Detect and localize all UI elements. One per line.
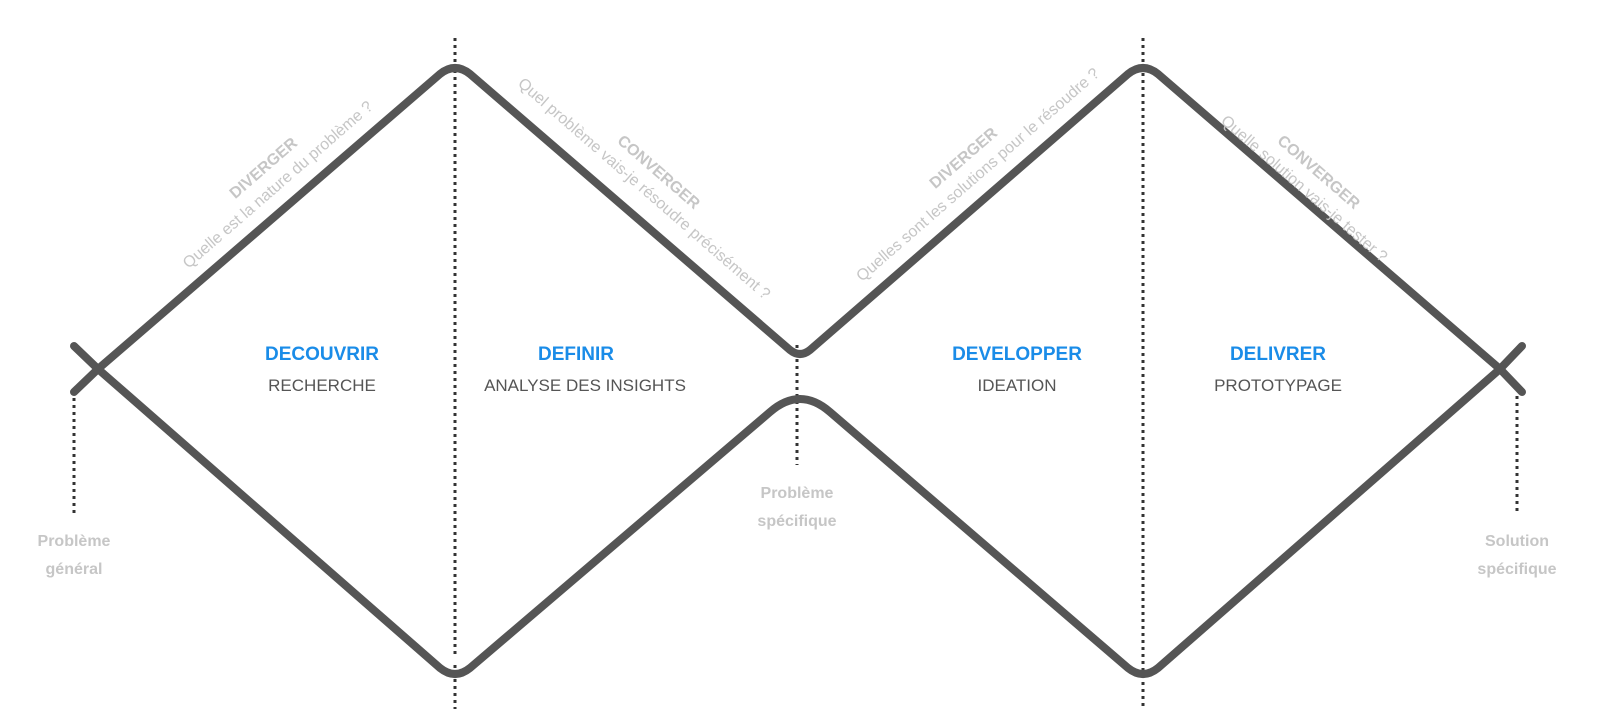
end-cross-b — [1496, 365, 1526, 396]
phase-title-decouvrir: DECOUVRIR — [265, 344, 379, 365]
phase-subtitle-ideation: IDEATION — [977, 376, 1056, 395]
bottom-edge — [94, 365, 1504, 678]
diamond-outline — [70, 64, 1526, 678]
phase-subtitle-prototypage: PROTOTYPAGE — [1214, 376, 1342, 395]
edge-1-question: Quelle est la nature du problème ? — [180, 98, 376, 272]
phase-subtitle-analyse: ANALYSE DES INSIGHTS — [484, 376, 686, 395]
edge-2-question: Quel problème vais-je résoudre préciséme… — [514, 75, 773, 303]
middle-label-line2: spécifique — [757, 513, 836, 530]
phase-subtitle-recherche: RECHERCHE — [268, 376, 376, 395]
edge-4-annotation: CONVERGER Quelle solution vais-je tester… — [1217, 112, 1390, 266]
start-label-line1: Problème — [38, 533, 111, 550]
end-label-line2: spécifique — [1477, 561, 1556, 578]
start-cross-a — [70, 342, 102, 373]
edge-4-question: Quelle solution vais-je tester ? — [1217, 112, 1390, 266]
end-cross-a — [1496, 342, 1526, 373]
edge-annotations: DIVERGER Quelle est la nature du problèm… — [180, 65, 1390, 303]
edge-1-annotation: DIVERGER Quelle est la nature du problèm… — [180, 98, 376, 272]
start-label-line2: général — [46, 561, 103, 578]
left-diamond-top-edge — [94, 64, 1504, 373]
edge-3-annotation: DIVERGER Quelles sont les solutions pour… — [854, 65, 1104, 285]
edge-2-annotation: CONVERGER Quel problème vais-je résoudre… — [514, 75, 773, 303]
end-label-line1: Solution — [1485, 533, 1549, 550]
phase-title-delivrer: DELIVRER — [1230, 344, 1326, 365]
phase-title-definir: DEFINIR — [538, 344, 614, 365]
start-cross-b — [70, 365, 102, 396]
edge-3-question: Quelles sont les solutions pour le résou… — [854, 65, 1104, 285]
phase-labels: DECOUVRIR RECHERCHE DEFINIR ANALYSE DES … — [265, 344, 1342, 395]
endpoint-labels: Problème général Problème spécifique Sol… — [38, 485, 1557, 578]
phase-title-developper: DEVELOPPER — [952, 344, 1082, 365]
middle-label-line1: Problème — [761, 485, 834, 502]
